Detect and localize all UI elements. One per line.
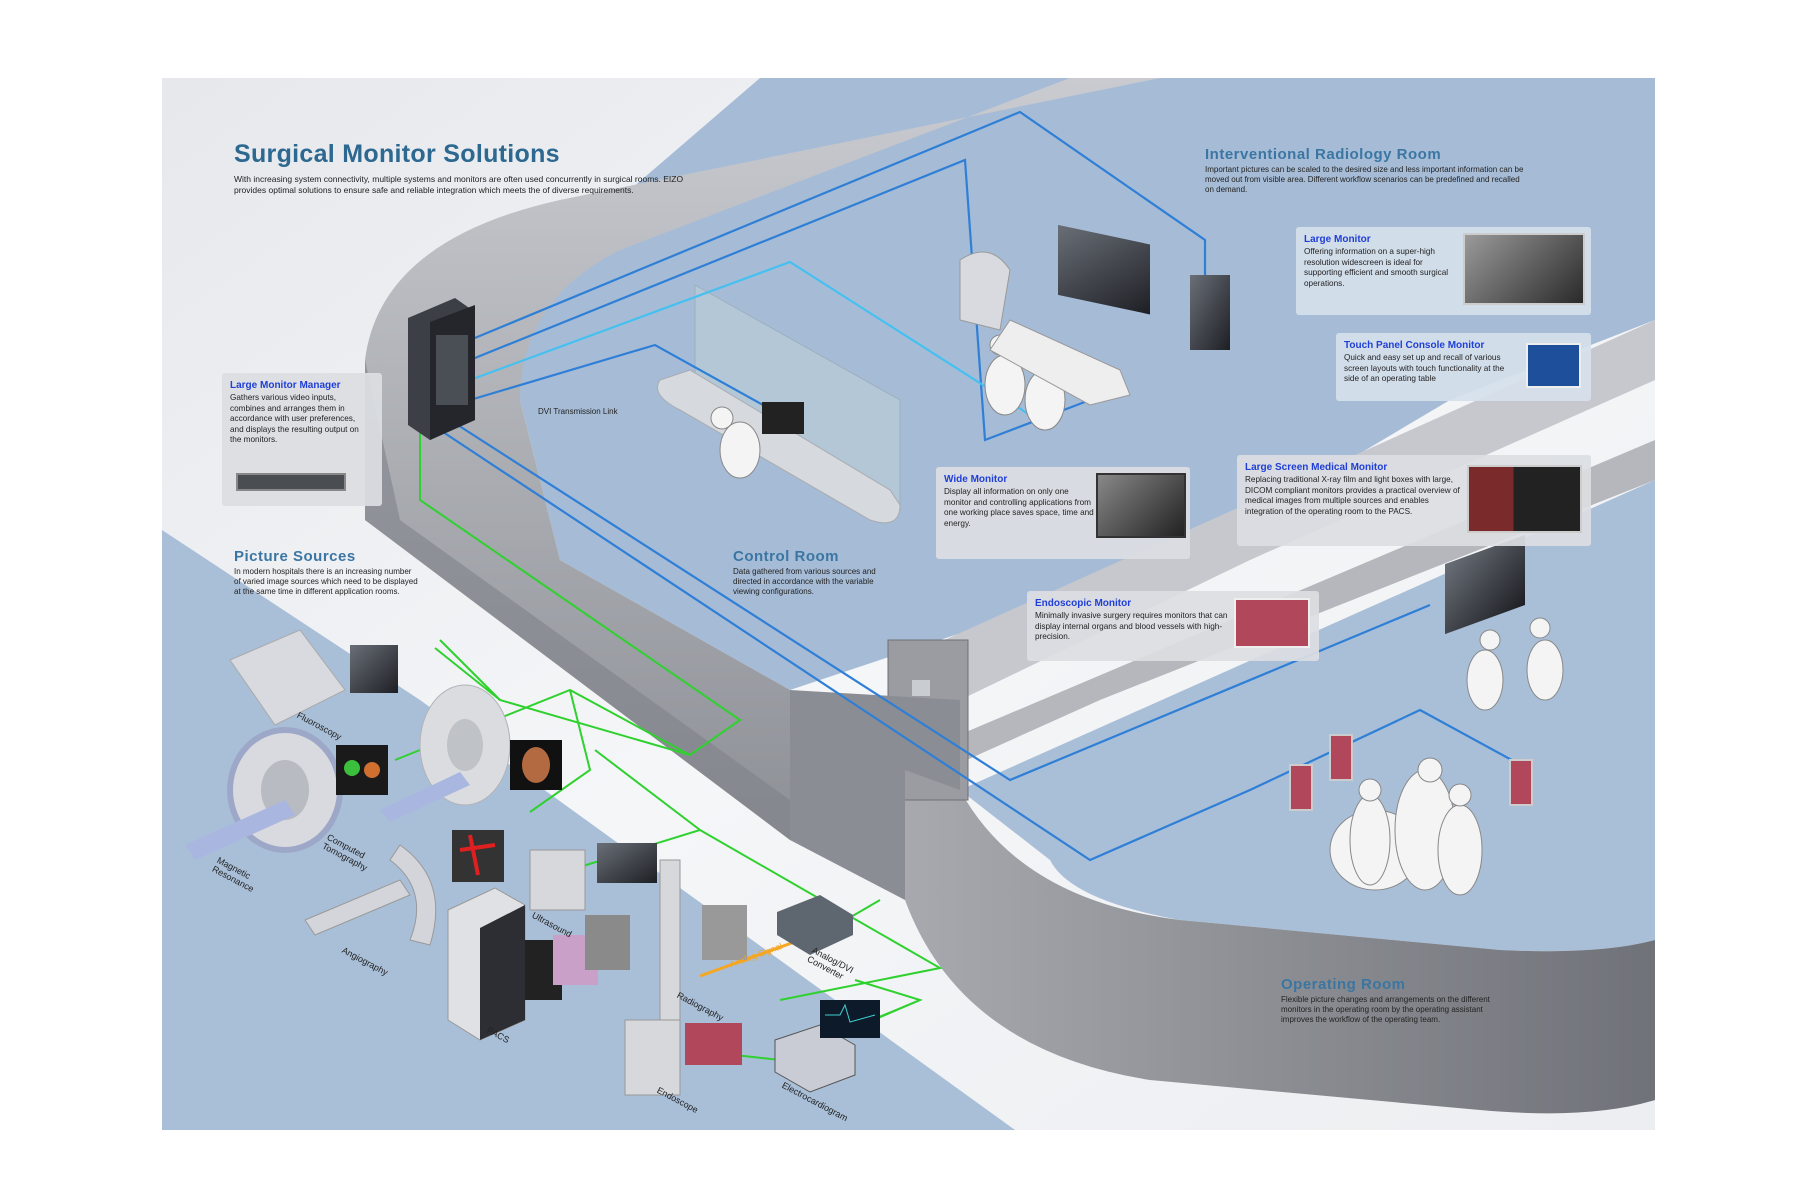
ir-large-monitor <box>1058 224 1150 315</box>
dvi-link-line <box>469 343 791 421</box>
picture-sources-text: In modern hospitals there is an increasi… <box>234 567 418 596</box>
callout-title: Endoscopic Monitor <box>1035 598 1132 609</box>
callout-title: Large Screen Medical Monitor <box>1245 462 1388 473</box>
callout-text: Display all information on only one moni… <box>944 487 1094 528</box>
fluoroscopy-illustration <box>229 629 346 726</box>
callout-text: Gathers various video inputs, combines a… <box>230 393 359 444</box>
angiography-system-ir <box>959 251 1011 331</box>
angiography-illustration <box>389 844 437 946</box>
ir-patient-table <box>989 319 1131 406</box>
page-title: Surgical Monitor Solutions <box>234 140 560 168</box>
callout-title: Large Monitor <box>1304 234 1371 245</box>
operating-room-text: Flexible picture changes and arrangement… <box>1281 995 1490 1024</box>
callout-title: Large Monitor Manager <box>230 380 341 391</box>
endoscopic-image <box>1234 598 1310 648</box>
dvi-link-line <box>449 419 1431 782</box>
dvi-link-line-light <box>469 260 1031 416</box>
callout-title: Wide Monitor <box>944 474 1008 485</box>
callout-text: Offering information on a super-high res… <box>1304 247 1449 288</box>
endoscope-cart-illustration <box>624 1019 681 1096</box>
analog-signal-line <box>699 938 801 978</box>
dvi-link-label: DVI Transmission Link <box>538 407 618 416</box>
control-room-monitor <box>762 402 804 434</box>
ir-room-text: Important pictures can be scaled to the … <box>1205 165 1524 194</box>
ir-side-monitor <box>1190 275 1230 350</box>
dvi-link-line <box>439 429 1531 862</box>
operating-room-wall <box>905 770 1655 1114</box>
ecg-image <box>820 1000 880 1038</box>
callout-endoscopic: Endoscopic Monitor Minimally invasive su… <box>1027 591 1319 661</box>
ultrasound-illustration <box>529 849 586 911</box>
mri-image <box>336 745 388 795</box>
pacs-rack-illustration <box>447 887 526 1041</box>
callout-text: Replacing traditional X-ray film and lig… <box>1245 475 1460 516</box>
picture-sources-title: Picture Sources <box>234 548 356 565</box>
chest-xray-image <box>585 915 630 970</box>
monitor-manager-device-image <box>236 473 346 491</box>
source-images <box>336 645 880 1065</box>
operating-room-title: Operating Room <box>1281 976 1406 993</box>
intro-text: With increasing system connectivity, mul… <box>234 174 684 195</box>
large-screen-image <box>1467 465 1582 533</box>
callout-large-screen-medical: Large Screen Medical Monitor Replacing t… <box>1237 455 1591 546</box>
dvi-link-line <box>469 110 1207 342</box>
control-room-text: Data gathered from various sources and d… <box>733 567 876 596</box>
callout-title: Touch Panel Console Monitor <box>1344 340 1485 351</box>
large-monitor-image <box>1463 233 1585 305</box>
touch-panel-image <box>1526 343 1581 388</box>
staff-figures <box>710 334 1564 896</box>
source-link-line <box>439 639 501 701</box>
endoscope-image <box>685 1023 742 1065</box>
callout-large-monitor: Large Monitor Offering information on a … <box>1296 227 1591 315</box>
callout-text: Minimally invasive surgery requires moni… <box>1035 611 1228 641</box>
or-endoscopic-monitors <box>1289 734 1533 811</box>
wide-monitor-image <box>1096 473 1186 538</box>
server-rack-illustration <box>408 298 475 440</box>
ir-room-title: Interventional Radiology Room <box>1205 146 1442 163</box>
source-link-line <box>529 689 592 813</box>
callout-text: Quick and easy set up and recall of vari… <box>1344 353 1505 383</box>
callout-large-monitor-manager: Large Monitor Manager Gathers various vi… <box>222 373 382 506</box>
radiography-xray-image <box>702 905 747 960</box>
source-link-line <box>699 829 943 1001</box>
callout-touch-panel: Touch Panel Console Monitor Quick and ea… <box>1336 333 1591 401</box>
source-link-line <box>394 420 742 761</box>
or-large-screen-monitor <box>1445 534 1525 635</box>
converter-illustration <box>777 895 853 955</box>
callout-wide-monitor: Wide Monitor Display all information on … <box>936 467 1190 559</box>
ultrasound-image <box>597 843 657 883</box>
fluoroscopy-image <box>350 645 398 693</box>
control-room-title: Control Room <box>733 548 839 565</box>
